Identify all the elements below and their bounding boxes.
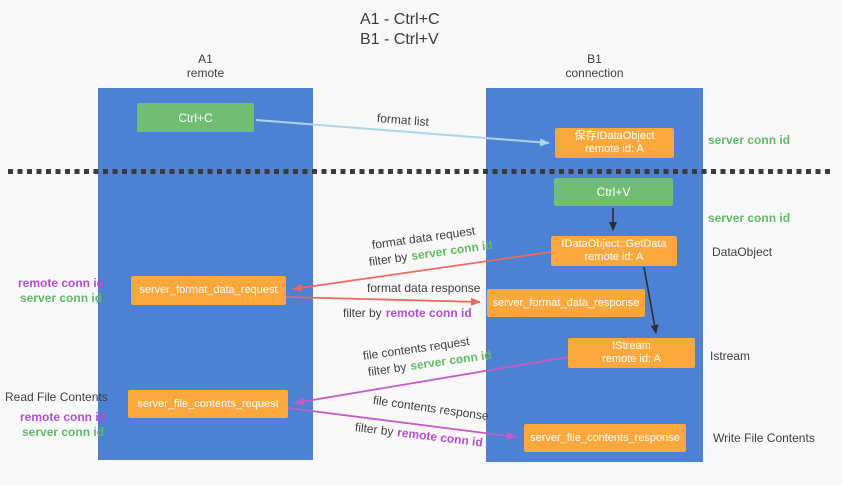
node-save-idataobject-line1: 保存IDataObject (574, 130, 655, 142)
title-line-b1: B1 - Ctrl+V (360, 31, 439, 48)
node-idataobject-getdata-line2: remote id: A (584, 251, 644, 263)
node-istream: IStream remote id: A (568, 338, 695, 368)
node-server-file-contents-request: server_file_contents_request (128, 390, 288, 418)
diagram-title: A1 - Ctrl+C B1 - Ctrl+V (360, 10, 440, 50)
annotation-server-conn-id-file: server conn id (22, 425, 105, 439)
arrow-format-data-response (285, 296, 481, 306)
edge-label-format-data-response: format data response (367, 281, 481, 295)
annotation-istream: Istream (710, 349, 751, 363)
node-server-format-data-response: server_format_data_response (487, 289, 645, 317)
title-line-a1: A1 - Ctrl+C (360, 11, 440, 28)
node-server-format-data-request: server_format_data_request (131, 276, 286, 305)
annotation-dataobject: DataObject (712, 245, 773, 259)
edge-label-format-list: format list (376, 111, 430, 130)
node-server-file-contents-response: server_file_contents_response (524, 424, 686, 452)
node-ctrl-c: Ctrl+C (137, 103, 254, 132)
node-istream-line1: IStream (612, 340, 651, 352)
node-idataobject-getdata-line1: IDataObject::GetData (561, 238, 667, 250)
filter-by-text: filter by (367, 359, 408, 379)
node-save-idataobject-line2: remote id: A (585, 143, 644, 155)
remote-conn-id-text: remote conn id (385, 306, 472, 320)
node-server-file-contents-response-label: server_file_contents_response (530, 431, 680, 444)
filter-by-text: filter by (368, 249, 409, 269)
node-save-idataobject: 保存IDataObject remote id: A (555, 128, 674, 158)
column-a1-name: A1 (198, 52, 213, 66)
edge-label-file-contents-response: file contents response (372, 393, 490, 424)
column-a1-subtitle: remote (186, 66, 225, 80)
node-ctrl-v: Ctrl+V (554, 178, 673, 206)
column-b1-name: B1 (587, 52, 602, 66)
filter-by-text: filter by (343, 306, 382, 320)
node-server-file-contents-request-label: server_file_contents_request (137, 397, 279, 410)
column-b1-subtitle: connection (565, 66, 624, 80)
node-server-format-data-response-label: server_format_data_response (492, 296, 640, 309)
annotation-write-file-contents: Write File Contents (713, 431, 815, 445)
column-header-b1: B1 connection (486, 52, 703, 80)
filter-by-text: filter by (354, 420, 395, 439)
column-header-a1: A1 remote (98, 52, 313, 80)
remote-conn-id-text: remote conn id (396, 425, 484, 450)
annotation-server-conn-id-top: server conn id (708, 133, 791, 147)
node-server-format-data-request-label: server_format_data_request (139, 284, 278, 296)
annotation-remote-conn-id-file: remote conn id (20, 410, 107, 424)
node-ctrl-c-label: Ctrl+C (178, 110, 213, 125)
annotation-server-conn-id-mid: server conn id (708, 211, 791, 225)
node-ctrl-v-label: Ctrl+V (596, 185, 631, 199)
annotation-server-conn-id-format: server conn id (20, 291, 103, 305)
annotation-read-file-contents: Read File Contents (5, 390, 108, 404)
node-idataobject-getdata: IDataObject::GetData remote id: A (551, 236, 677, 266)
machine-boundary-dotted-line (8, 169, 834, 174)
node-istream-line2: remote id: A (602, 353, 661, 365)
annotation-remote-conn-id-format: remote conn id (18, 276, 105, 290)
